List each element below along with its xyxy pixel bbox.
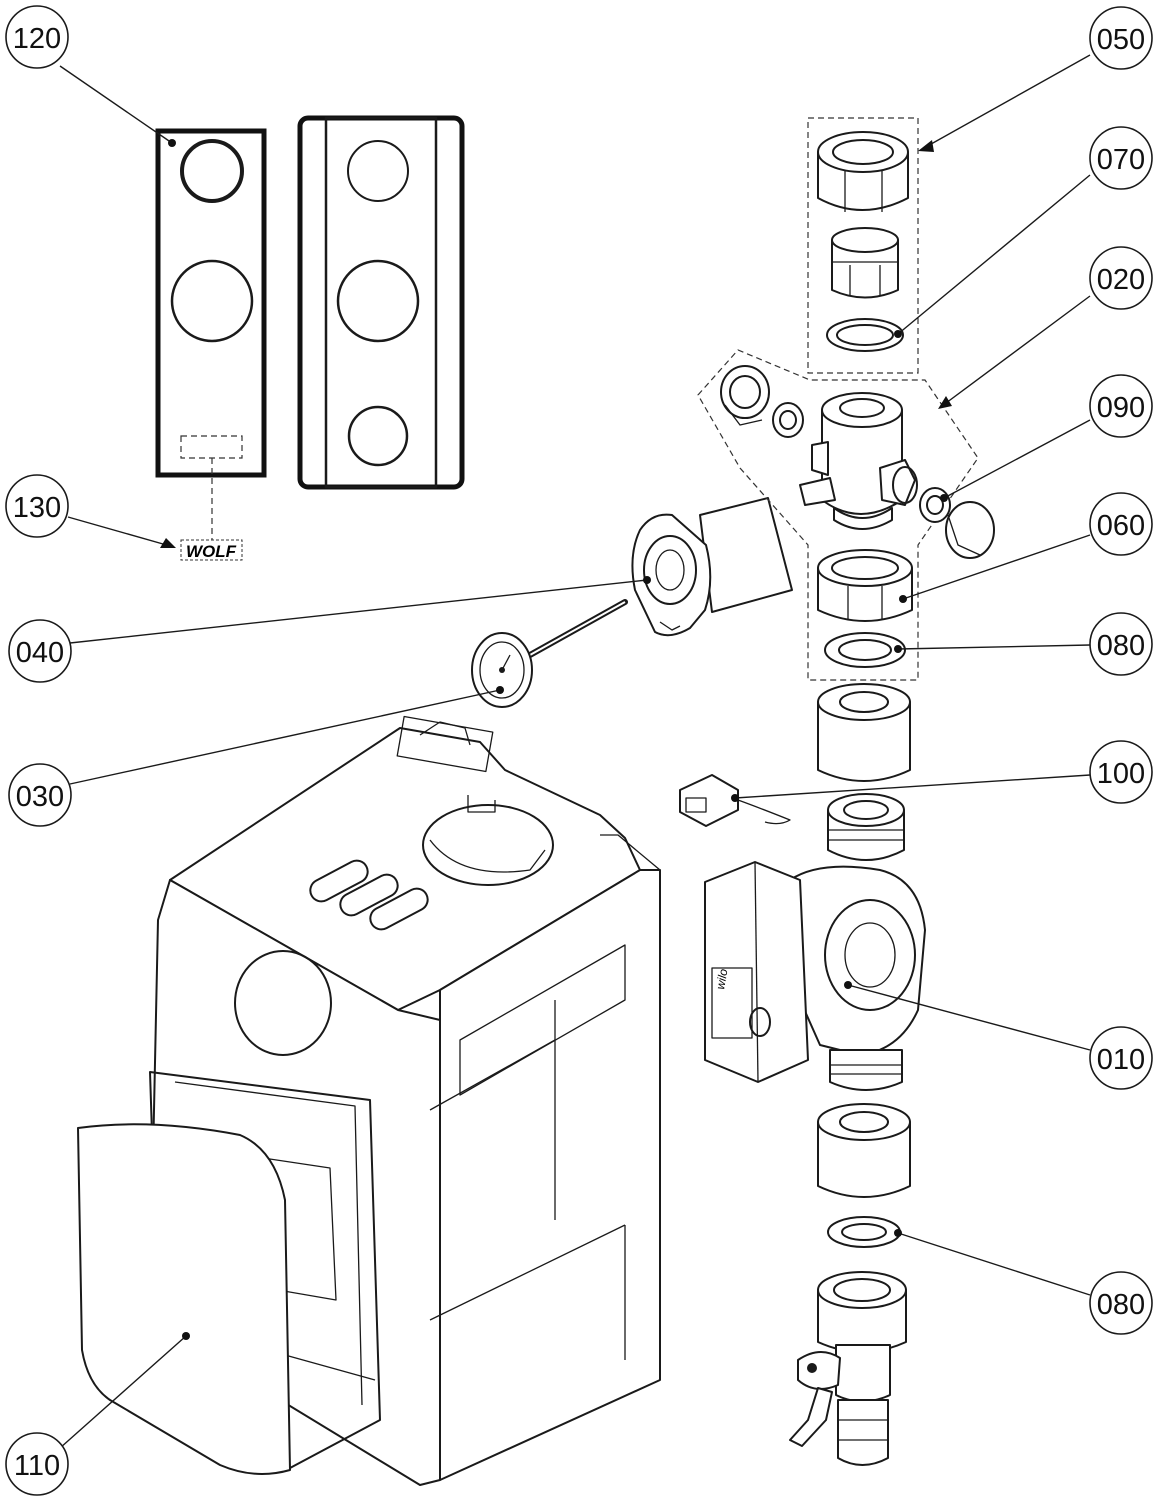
svg-text:080: 080 [1097, 630, 1145, 662]
wolf-logo-plate: WOLF [180, 539, 243, 561]
svg-text:040: 040 [16, 637, 64, 669]
svg-text:130: 130 [13, 492, 61, 524]
side-nut-left [720, 365, 770, 426]
thermometer-sleeve-holder [631, 497, 793, 637]
callout-030: 030 [8, 763, 72, 827]
callout-020: 020 [1089, 246, 1153, 310]
svg-text:070: 070 [1097, 144, 1145, 176]
svg-text:100: 100 [1097, 758, 1145, 790]
pump-cable-connector [679, 774, 791, 827]
callout-100: 100 [1089, 740, 1153, 804]
svg-text:030: 030 [16, 781, 64, 813]
flat-seal-070 [826, 318, 904, 352]
threaded-adapter [831, 227, 899, 299]
thermometer [471, 599, 628, 708]
callout-120: 120 [5, 5, 69, 69]
ball-valve [789, 1271, 907, 1466]
svg-text:120: 120 [13, 23, 61, 55]
svg-text:050: 050 [1097, 24, 1145, 56]
side-seal-left [772, 402, 804, 438]
leader-lines [59, 54, 1091, 1449]
callout-040: 040 [8, 619, 72, 683]
callout-070: 070 [1089, 126, 1153, 190]
callout-080-upper: 080 [1089, 612, 1153, 676]
insulation-housing [149, 715, 661, 1486]
svg-text:060: 060 [1097, 510, 1145, 542]
plug-cap-right [945, 501, 995, 559]
flat-seal-080-lower [827, 1216, 901, 1248]
svg-text:020: 020 [1097, 264, 1145, 296]
flat-seal-080-upper [824, 632, 906, 668]
svg-text:080: 080 [1097, 1289, 1145, 1321]
front-panel-insert-right [297, 115, 465, 490]
mixing-valve-body [799, 392, 918, 530]
callout-050: 050 [1089, 6, 1153, 70]
insulation-sleeve-lower [817, 1103, 911, 1198]
callout-060: 060 [1089, 492, 1153, 556]
union-nut-060 [817, 549, 913, 622]
group-050-outline [807, 117, 919, 374]
union-nut-top [817, 131, 909, 212]
svg-text:110: 110 [14, 1450, 60, 1482]
circulation-pump: wilo [704, 793, 926, 1091]
front-panel-insert-left [155, 128, 267, 478]
callout-110: 110 [5, 1432, 69, 1496]
callout-010: 010 [1089, 1026, 1153, 1090]
housing-front-door [77, 1123, 291, 1475]
insulation-sleeve-upper [817, 683, 911, 782]
side-seal-090 [919, 487, 951, 523]
callout-090: 090 [1089, 374, 1153, 438]
callout-130: 130 [5, 474, 69, 538]
housing-top-slots [309, 859, 429, 931]
svg-text:090: 090 [1097, 392, 1145, 424]
callout-080-lower: 080 [1089, 1271, 1153, 1335]
pump-brand-label: wilo [713, 967, 730, 990]
svg-text:010: 010 [1097, 1044, 1145, 1076]
group-020-outline [697, 349, 979, 681]
wolf-logo-text: WOLF [186, 542, 237, 561]
